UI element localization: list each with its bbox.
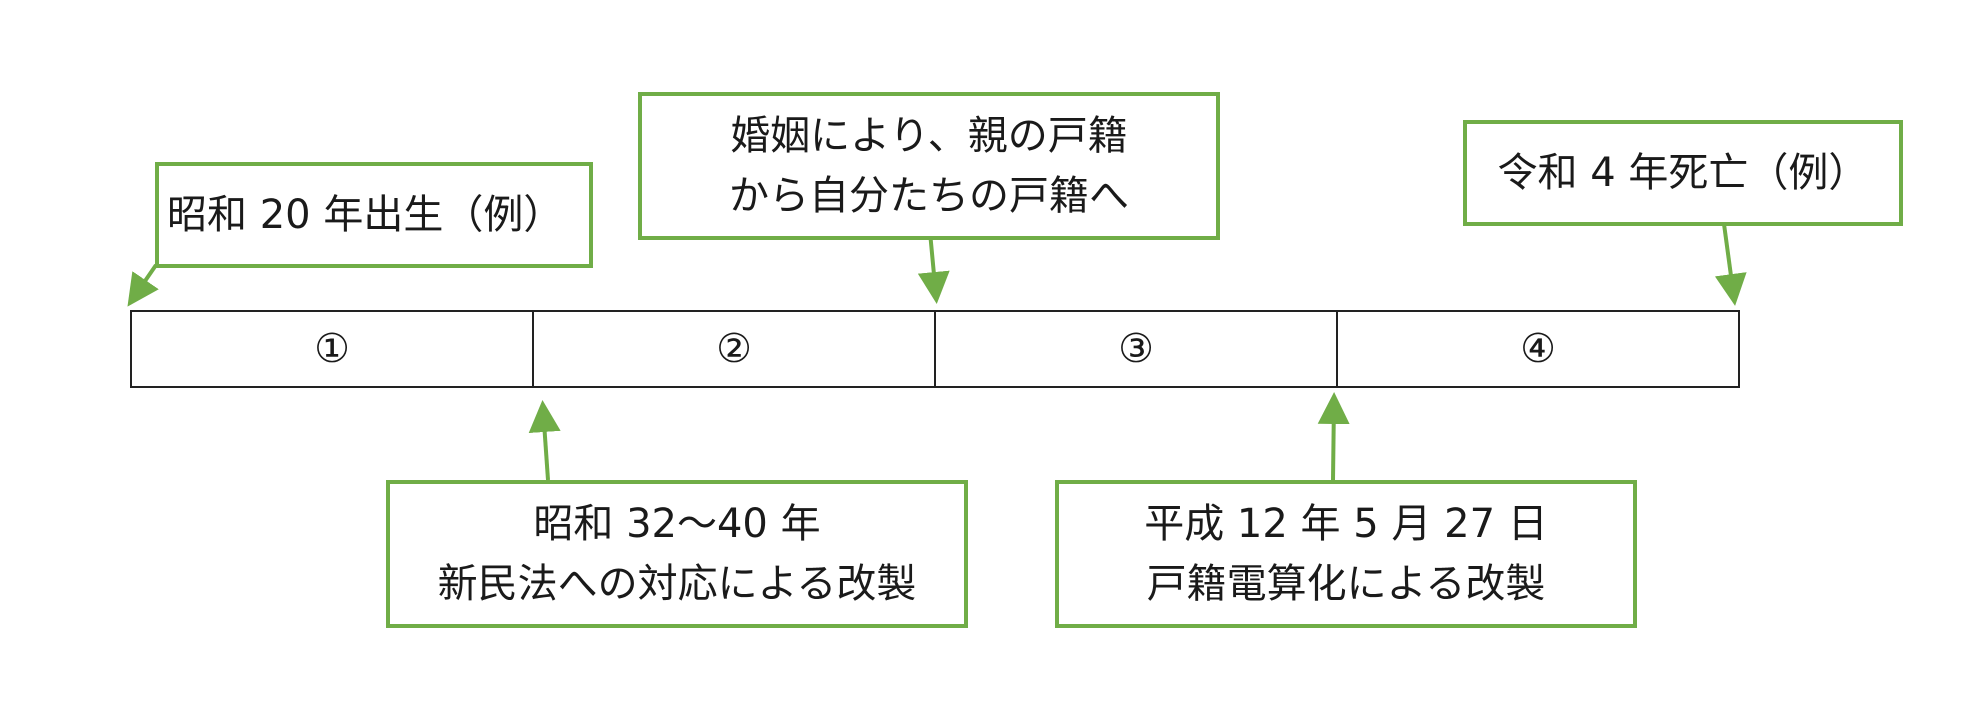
computerization-callout-line-1: 平成 12 年 5 月 27 日 [1144,501,1548,547]
death-callout-text: 令和 4 年死亡（例） [1497,150,1869,196]
marriage-arrow [917,231,950,304]
birth-callout: 昭和 20 年出生（例） [155,162,593,268]
timeline-segment-4: ④ [1520,326,1556,372]
new-civil-code-arrow [528,400,561,481]
computerization-arrow [1317,392,1350,481]
marriage-callout-line-1: 婚姻により、親の戸籍 [730,113,1128,159]
birth-callout-text: 昭和 20 年出生（例） [167,192,564,238]
death-arrow [1714,223,1747,306]
timeline-segment-2: ② [534,312,936,386]
marriage-callout: 婚姻により、親の戸籍 から自分たちの戸籍へ [638,92,1220,240]
timeline-segment-1: ① [132,312,534,386]
marriage-callout-line-2: から自分たちの戸籍へ [729,173,1129,219]
new-civil-code-callout-line-1: 昭和 32～40 年 [533,501,821,547]
timeline-bar: ① ② ③ ④ [130,310,1740,388]
new-civil-code-callout-line-2: 新民法への対応による改製 [437,561,917,607]
computerization-callout: 平成 12 年 5 月 27 日 戸籍電算化による改製 [1055,480,1637,628]
computerization-callout-line-2: 戸籍電算化による改製 [1146,561,1546,607]
new-civil-code-callout: 昭和 32～40 年 新民法への対応による改製 [386,480,968,628]
death-callout: 令和 4 年死亡（例） [1463,120,1903,226]
birth-arrow [127,263,159,307]
timeline-segment-3: ③ [936,312,1338,386]
